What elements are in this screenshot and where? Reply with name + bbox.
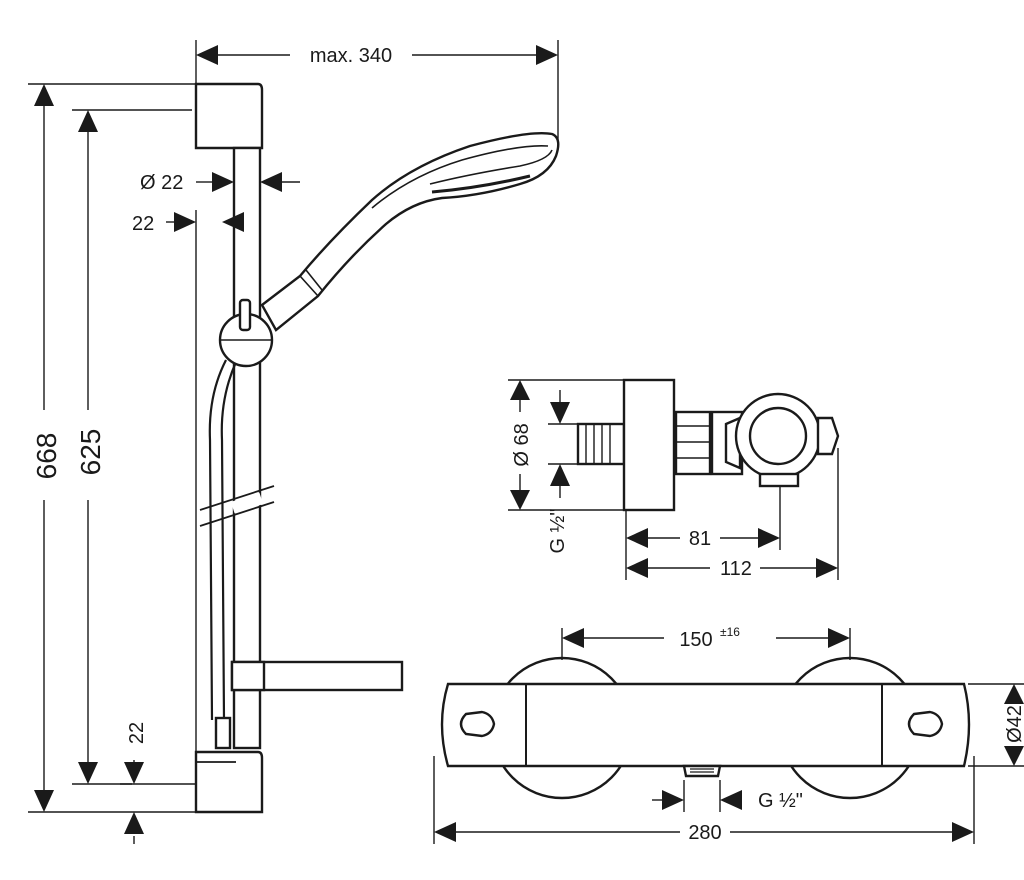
- dim-arrowhead: [952, 822, 974, 842]
- temperature-handle-icon: [459, 710, 496, 738]
- wall-rosette: [622, 378, 676, 512]
- dim-arrowhead: [720, 790, 742, 810]
- dim-arrowhead: [816, 558, 838, 578]
- rail-dimensions: max. 340 668 625 22 Ø 22: [28, 40, 559, 844]
- break-line: [199, 501, 275, 527]
- dim-arrowhead: [78, 762, 98, 784]
- hose-inner: [220, 361, 238, 721]
- dim-arrowhead: [662, 790, 684, 810]
- shower-rail-assembly: [194, 82, 560, 814]
- thermostat-side-view: [576, 378, 840, 512]
- dim-arrowhead: [626, 528, 648, 548]
- dim-arrowhead: [34, 790, 54, 812]
- dim-arrowhead: [78, 110, 98, 132]
- dim-arrowhead: [196, 45, 218, 65]
- side-thread-label: G ½": [547, 509, 569, 554]
- dim-arrowhead: [510, 380, 530, 400]
- threaded-inlet: [576, 422, 626, 466]
- rail-offset-label: 22: [132, 213, 154, 235]
- dim-arrowhead: [758, 528, 780, 548]
- hose-connector: [214, 716, 232, 750]
- coupling-nut: [674, 410, 712, 476]
- rail-height-label: 625: [75, 429, 106, 476]
- top-wall-bracket: [194, 82, 264, 150]
- dim-arrowhead: [510, 490, 530, 510]
- bottom-offset-label: 22: [126, 722, 148, 744]
- thermostat-front-view: [440, 656, 971, 800]
- max-width-label: max. 340: [310, 45, 392, 67]
- flow-handle-icon: [907, 710, 944, 738]
- bottom-outlet: [682, 764, 722, 778]
- dim-arrowhead: [1004, 684, 1024, 704]
- body-length-label: 280: [688, 822, 721, 844]
- dim-arrowhead: [536, 45, 558, 65]
- dim-arrowhead: [124, 762, 144, 784]
- break-line: [199, 485, 275, 511]
- dim-arrowhead: [1004, 746, 1024, 766]
- dim-arrowhead: [212, 172, 234, 192]
- outlet-stub: [758, 472, 800, 488]
- outlet-diameter-label: Ø 68: [511, 423, 533, 466]
- side-view-dimensions: Ø 68 G ½" 81 112: [508, 379, 839, 580]
- dim-arrowhead: [434, 822, 456, 842]
- inlet-spacing-label: 150: [679, 629, 712, 651]
- hose: [208, 359, 227, 721]
- thermostat-body: [440, 682, 971, 768]
- valve-bore: [748, 406, 808, 466]
- dim-arrowhead: [828, 628, 850, 648]
- hand-shower: [260, 132, 560, 332]
- slider-knob: [238, 298, 252, 332]
- dim-arrowhead: [34, 84, 54, 106]
- dim-arrowhead: [626, 558, 648, 578]
- dim-arrowhead: [550, 464, 570, 486]
- body-diameter-label: Ø42: [1004, 705, 1024, 743]
- dim-arrowhead: [174, 212, 196, 232]
- dim-arrowhead: [124, 812, 144, 834]
- dim-arrowhead: [550, 402, 570, 424]
- dim-arrowhead: [222, 212, 244, 232]
- front-view-dimensions: 150 ±16 Ø42 G ½" 280: [433, 625, 1024, 844]
- bottom-wall-bracket: [194, 750, 264, 814]
- depth-long-label: 112: [720, 558, 752, 580]
- bottom-thread-label: G ½": [758, 790, 803, 812]
- overall-height-label: 668: [31, 433, 62, 480]
- dim-arrowhead: [562, 628, 584, 648]
- rail-bar: [232, 146, 262, 750]
- depth-short-label: 81: [689, 528, 711, 550]
- dim-arrowhead: [260, 172, 282, 192]
- rail-diameter-label: Ø 22: [140, 172, 183, 194]
- inlet-tolerance-label: ±16: [720, 625, 740, 639]
